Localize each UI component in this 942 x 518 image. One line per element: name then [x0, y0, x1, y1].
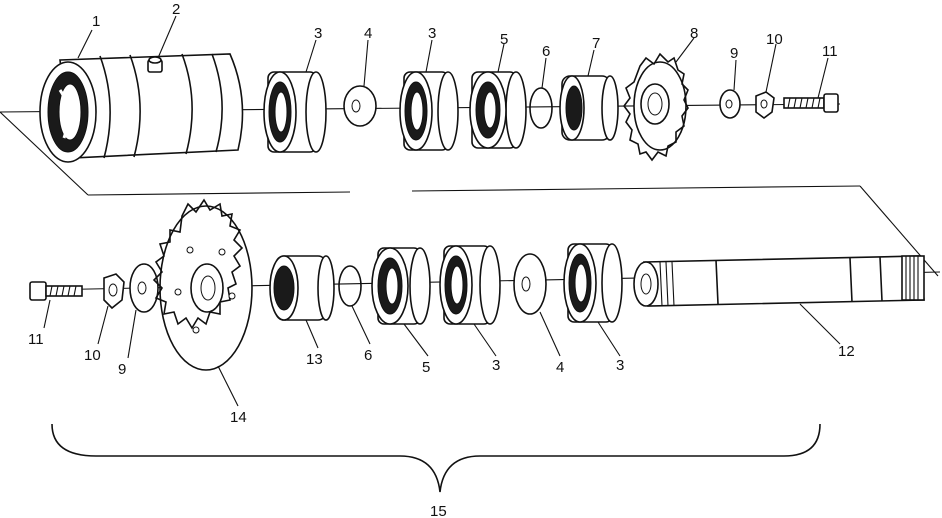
part-13-spacer-lower [269, 255, 335, 321]
assembly-brace [51, 423, 821, 493]
callout-7: 7 [592, 35, 600, 52]
callout-13: 13 [306, 351, 323, 368]
callout-11-upper: 11 [822, 43, 838, 60]
callout-1: 1 [92, 13, 100, 30]
part-5-race-lower [371, 247, 431, 325]
callout-10-upper: 10 [766, 31, 783, 48]
callout-8: 8 [690, 25, 698, 42]
part-10-lock-washer-lower [103, 273, 125, 310]
part-5-race-upper [469, 71, 527, 149]
leader-lines [43, 15, 841, 407]
callout-6-upper: 6 [542, 43, 550, 60]
callout-9-lower: 9 [118, 361, 126, 378]
part-1-housing [39, 53, 244, 163]
part-3-bearing-upper-b [399, 71, 459, 151]
housing-body [59, 53, 244, 159]
callout-11-lower: 11 [28, 331, 44, 348]
callout-3-upper-a: 3 [314, 25, 322, 42]
callout-5-lower: 5 [422, 359, 430, 376]
part-8-small-sprocket [623, 52, 689, 162]
part-14-large-sprocket [152, 198, 253, 371]
callout-5-upper: 5 [500, 31, 508, 48]
callout-14: 14 [230, 409, 247, 426]
callout-10-lower: 10 [84, 347, 101, 364]
part-3-bearing-lower-a [439, 245, 501, 325]
callout-4-upper: 4 [364, 25, 372, 42]
callout-4-lower: 4 [556, 359, 564, 376]
part-11-bolt-upper [783, 93, 839, 113]
part-7-spacer-upper [559, 75, 619, 141]
part-9-washer-upper [719, 89, 741, 119]
part-3-bearing-lower-b [563, 243, 623, 323]
part-11-bolt-lower [29, 281, 83, 301]
part-12-shaft [633, 255, 925, 307]
callout-3-upper-b: 3 [428, 25, 436, 42]
part-10-lock-washer-upper [755, 91, 775, 119]
upper-return-line-right [411, 185, 861, 192]
callout-2: 2 [172, 1, 180, 18]
part-3-bearing-upper-a [263, 71, 327, 153]
part-6-snap-ring-lower [338, 265, 362, 307]
callout-12: 12 [838, 343, 855, 360]
part-6-snap-ring-upper [529, 87, 553, 129]
part-4-washer-upper [343, 85, 377, 127]
upper-return-line-left [87, 191, 351, 196]
upper-left-diagonal [0, 111, 89, 196]
callout-3-lower-a: 3 [492, 357, 500, 374]
callout-15: 15 [430, 503, 447, 518]
callouts: 1 2 3 4 3 5 6 7 8 9 10 11 11 10 9 14 13 … [28, 1, 855, 518]
right-diagonal [859, 185, 939, 277]
part-2-grease-fitting [147, 56, 163, 73]
callout-3-lower-b: 3 [616, 357, 624, 374]
callout-9-upper: 9 [730, 45, 738, 62]
part-9-washer-lower [129, 263, 159, 313]
part-4-washer-lower [513, 253, 547, 315]
callout-6-lower: 6 [364, 347, 372, 364]
